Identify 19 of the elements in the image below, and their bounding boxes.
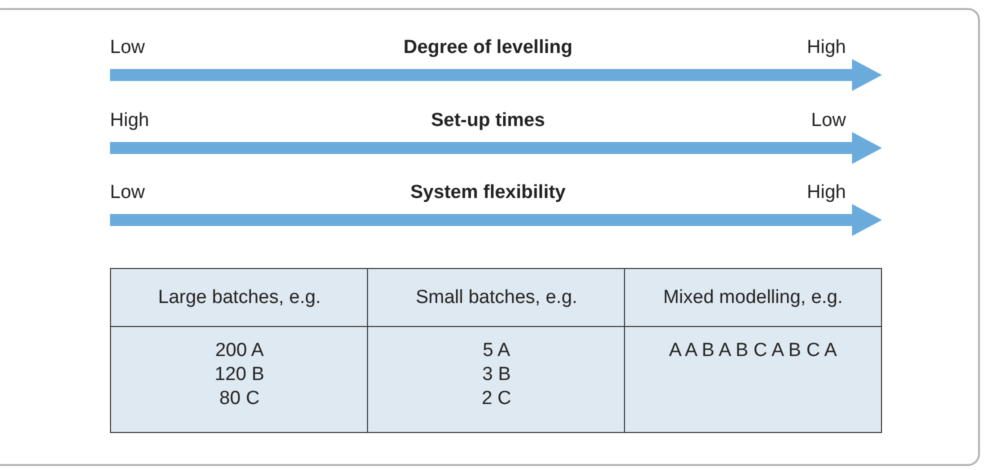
scale-end-label: Low <box>811 110 846 132</box>
cell-text: 5 A <box>482 338 510 362</box>
cell-text: 80 C <box>219 386 260 410</box>
column-header: Small batches, e.g. <box>367 268 626 327</box>
axis-title: Set-up times <box>430 110 546 132</box>
column-header: Large batches, e.g. <box>110 268 369 327</box>
cell-text: 200 A <box>215 338 264 362</box>
cell-text: 3 B <box>482 362 511 386</box>
column-header: Mixed modelling, e.g. <box>624 268 882 327</box>
axis-title: System flexibility <box>410 182 566 204</box>
scale-end-label: High <box>806 182 846 204</box>
scale-end-label: High <box>110 110 150 132</box>
scale-end-label: Low <box>110 182 145 204</box>
cell-text: 2 C <box>482 386 512 410</box>
cell-text: 120 B <box>214 362 264 386</box>
scale-end-label: High <box>806 37 846 59</box>
cell-text: A A B A B C A B C A <box>669 338 837 362</box>
axis-title: Degree of levelling <box>404 37 572 59</box>
scale-end-label: Low <box>110 37 145 59</box>
